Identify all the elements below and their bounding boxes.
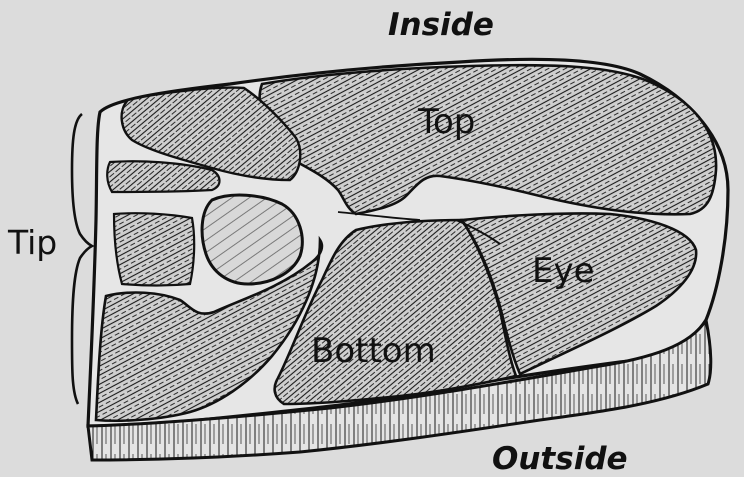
label-bottom: Bottom: [311, 334, 436, 368]
label-top: Top: [418, 105, 475, 139]
label-inside: Inside: [388, 10, 494, 41]
label-outside: Outside: [492, 444, 628, 475]
label-tip: Tip: [8, 226, 57, 259]
bone: [202, 195, 302, 284]
label-eye: Eye: [532, 254, 595, 288]
tip-muscle-block: [114, 213, 194, 285]
tip-bracket: [72, 114, 92, 404]
